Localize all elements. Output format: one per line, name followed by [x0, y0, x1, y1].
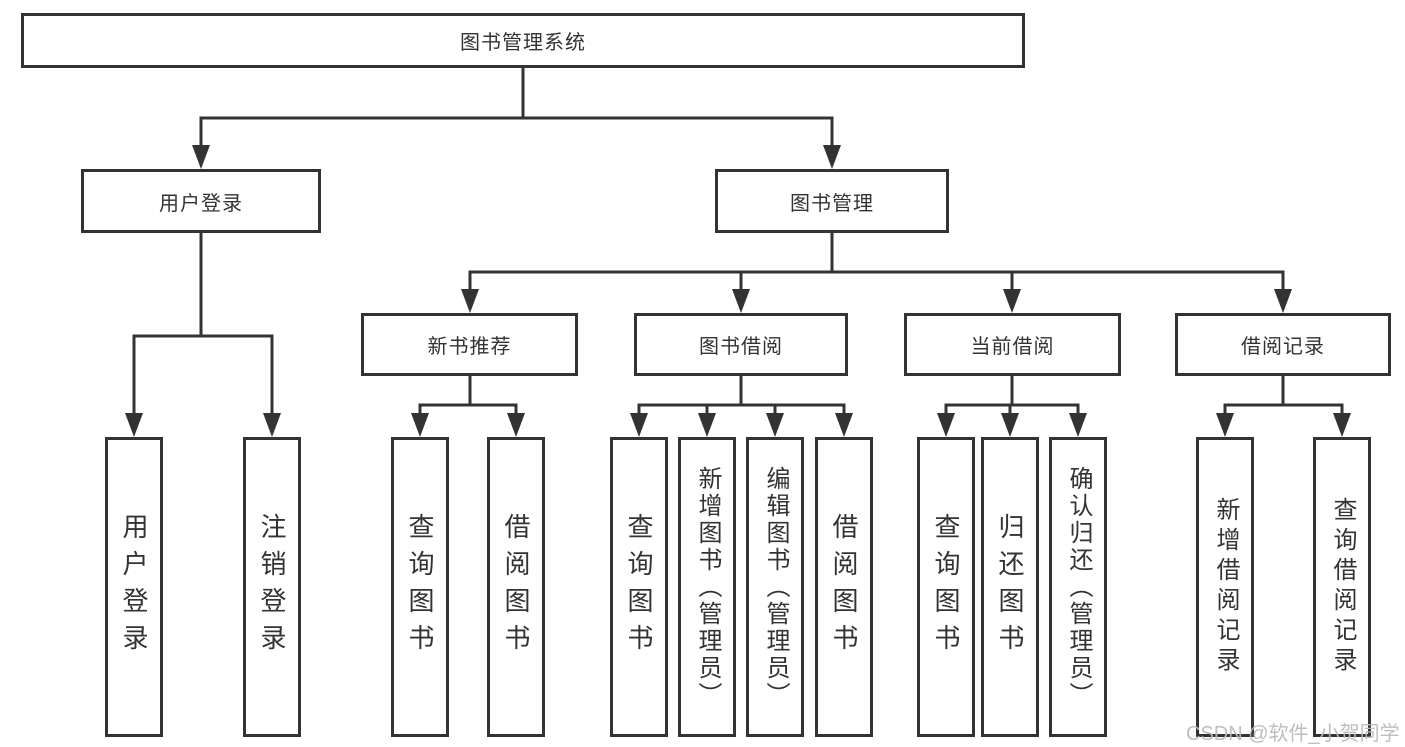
leaf-label: 借阅图书 — [501, 513, 531, 661]
leaf-label: 注销登录 — [257, 513, 287, 661]
leaf-label: 新增借阅记录 — [1212, 497, 1239, 677]
node-label: 用户登录 — [159, 192, 243, 215]
arrowheads — [125, 145, 1351, 437]
leaf-label: 借阅图书 — [829, 513, 859, 661]
leaf-label: 编辑图书（管理员） — [762, 465, 789, 709]
node-label: 图书管理 — [790, 192, 874, 215]
node-label: 图书借阅 — [699, 336, 783, 358]
leaf-label: 归还图书 — [995, 513, 1025, 661]
leaf-label: 确认归还（管理员） — [1065, 465, 1092, 709]
node-label: 借阅记录 — [1241, 336, 1325, 358]
leaf-return-book: 归还图书 — [981, 437, 1039, 737]
node-book-management: 图书管理 — [715, 169, 949, 233]
node-label: 图书管理系统 — [460, 32, 586, 54]
leaf-borrow-books: 借阅图书 — [815, 437, 873, 737]
leaf-borrow-books-recommend: 借阅图书 — [487, 437, 545, 737]
leaf-add-borrow-record: 新增借阅记录 — [1196, 437, 1254, 737]
node-new-book-recommend: 新书推荐 — [361, 313, 578, 376]
leaf-label: 查询借阅记录 — [1329, 497, 1356, 677]
leaf-user-login: 用户登录 — [105, 437, 163, 737]
leaf-label: 用户登录 — [119, 513, 149, 661]
leaf-label: 查询图书 — [931, 513, 961, 661]
node-root: 图书管理系统 — [21, 13, 1025, 68]
node-borrow-records: 借阅记录 — [1175, 313, 1391, 376]
leaf-logout: 注销登录 — [243, 437, 301, 737]
node-current-borrow: 当前借阅 — [904, 313, 1121, 376]
leaf-query-books-borrow: 查询图书 — [610, 437, 668, 737]
leaf-confirm-return-admin: 确认归还（管理员） — [1049, 437, 1107, 737]
leaf-label: 新增图书（管理员） — [694, 465, 721, 709]
node-user-login: 用户登录 — [81, 169, 321, 233]
connector-path — [132, 66, 1344, 418]
node-label: 当前借阅 — [970, 336, 1055, 358]
watermark-text: CSDN @软件_小贺同学 — [1186, 723, 1400, 745]
node-book-borrow: 图书借阅 — [634, 313, 848, 376]
node-label: 新书推荐 — [427, 336, 512, 358]
leaf-query-books-recommend: 查询图书 — [391, 437, 449, 737]
leaf-query-books-current: 查询图书 — [917, 437, 975, 737]
leaf-edit-book-admin: 编辑图书（管理员） — [746, 437, 804, 737]
leaf-query-borrow-record: 查询借阅记录 — [1313, 437, 1371, 737]
leaf-label: 查询图书 — [405, 513, 435, 661]
leaf-add-book-admin: 新增图书（管理员） — [678, 437, 736, 737]
leaf-label: 查询图书 — [624, 513, 654, 661]
